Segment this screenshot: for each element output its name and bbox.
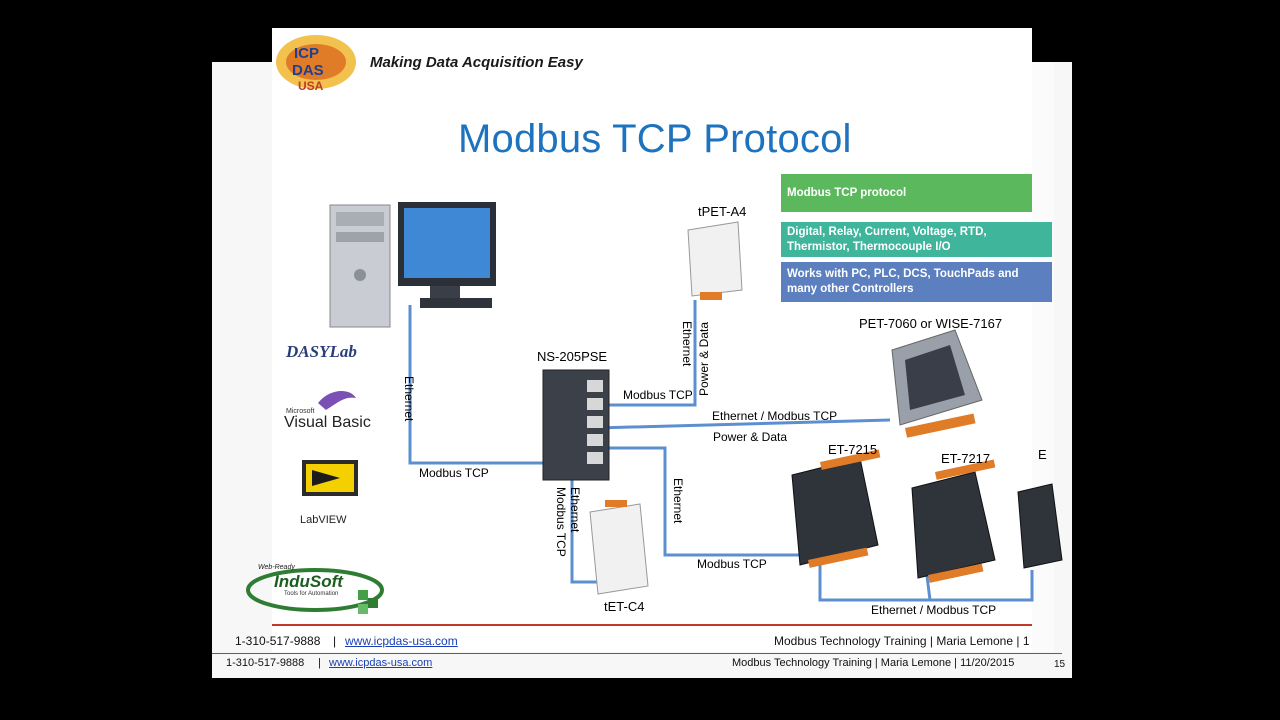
ns205pse-label: NS-205PSE: [537, 349, 608, 364]
pc-computer-image: [329, 202, 496, 328]
modbus-tcp-et-label: Modbus TCP: [697, 557, 767, 571]
tet-c4-image: [589, 500, 649, 595]
ethernet-modbus-pet-label: Ethernet / Modbus TCP: [712, 409, 838, 423]
visual-basic-small-text: Microsoft: [286, 408, 315, 415]
pet7060-image: [891, 329, 983, 438]
wire-switch-tpet: [590, 300, 697, 407]
pet7060-label: PET-7060 or WISE-7167: [859, 316, 1003, 331]
labview-logo: LabVIEW: [300, 514, 347, 526]
tpet-a4-label: tPET-A4: [698, 204, 747, 219]
tpet-a4-image: [687, 221, 743, 300]
power-data-tpet-label: Power & Data: [697, 321, 711, 396]
visual-basic-logo-icon: [318, 391, 356, 410]
ethernet-tpet-label: Ethernet: [680, 321, 694, 367]
footer-back-separator: |: [318, 657, 321, 669]
callout-modbus-protocol: Modbus TCP protocol: [781, 174, 1032, 212]
wire-switch-tet: [570, 430, 600, 584]
indusoft-sub-text: Tools for Automation: [284, 591, 339, 597]
svg-text:DAS: DAS: [292, 62, 324, 79]
footer-front-training: Modbus Technology Training | Maria Lemon…: [774, 634, 1030, 648]
footer-back-page-number: 15: [1054, 659, 1066, 670]
svg-text:ICP: ICP: [294, 45, 319, 62]
et7217-label: ET-7217: [941, 451, 991, 466]
dasylab-logo: DASYLab: [286, 342, 357, 361]
et7217-image: [911, 459, 996, 583]
svg-text:USA: USA: [298, 79, 324, 93]
footer-back-training: Modbus Technology Training | Maria Lemon…: [732, 657, 1015, 669]
et7215-image: [791, 449, 881, 568]
icpdas-logo: ICP DAS USA: [276, 35, 356, 93]
wire-switch-pet: [595, 418, 891, 430]
modbus-tcp-tet-label: Modbus TCP: [554, 487, 568, 557]
footer-front-separator: |: [333, 634, 337, 648]
tet-c4-label: tET-C4: [604, 599, 645, 614]
ns205-switch-image: [542, 369, 610, 481]
et7215-label: ET-7215: [828, 442, 878, 457]
labview-logo-icon: [302, 460, 358, 496]
modbus-tcp-pc-label: Modbus TCP: [419, 466, 489, 480]
wire-switch-et: [600, 446, 820, 557]
et-third-label: E: [1038, 447, 1047, 462]
ethernet-pc-label: Ethernet: [402, 376, 416, 422]
callout-io-types: Digital, Relay, Current, Voltage, RTD, T…: [781, 222, 1052, 257]
indusoft-logo-icon: [246, 568, 384, 614]
footer-back-url-link[interactable]: www.icpdas-usa.com: [329, 657, 433, 669]
wire-et-chain: [818, 555, 1034, 602]
main-slide: [272, 28, 1032, 652]
footer-front-url-link[interactable]: www.icpdas-usa.com: [345, 634, 458, 648]
footer-back-phone: 1-310-517-9888: [226, 657, 305, 669]
callout-controllers: Works with PC, PLC, DCS, TouchPads and m…: [781, 262, 1052, 302]
footer-rule-back: [212, 653, 1062, 654]
indusoft-small-text: Web-Ready: [258, 564, 295, 571]
header-tagline: Making Data Acquisition Easy: [370, 54, 583, 71]
footer-rule-front: [272, 624, 1032, 626]
modbus-tcp-tpet-label: Modbus TCP: [623, 388, 693, 402]
ethernet-tet-label: Ethernet: [568, 487, 582, 533]
slide-title: Modbus TCP Protocol: [458, 117, 852, 161]
ethernet-modbus-bottom-label: Ethernet / Modbus TCP: [871, 603, 997, 617]
power-data-pet-label: Power & Data: [713, 430, 788, 444]
indusoft-logo: InduSoft: [274, 572, 343, 591]
wire-pc-switch: [408, 305, 548, 465]
footer-front-phone: 1-310-517-9888: [235, 634, 321, 648]
visual-basic-logo: Visual Basic: [284, 414, 371, 431]
et-third-image: [1017, 483, 1063, 569]
ethernet-right-label: Ethernet: [671, 478, 685, 524]
